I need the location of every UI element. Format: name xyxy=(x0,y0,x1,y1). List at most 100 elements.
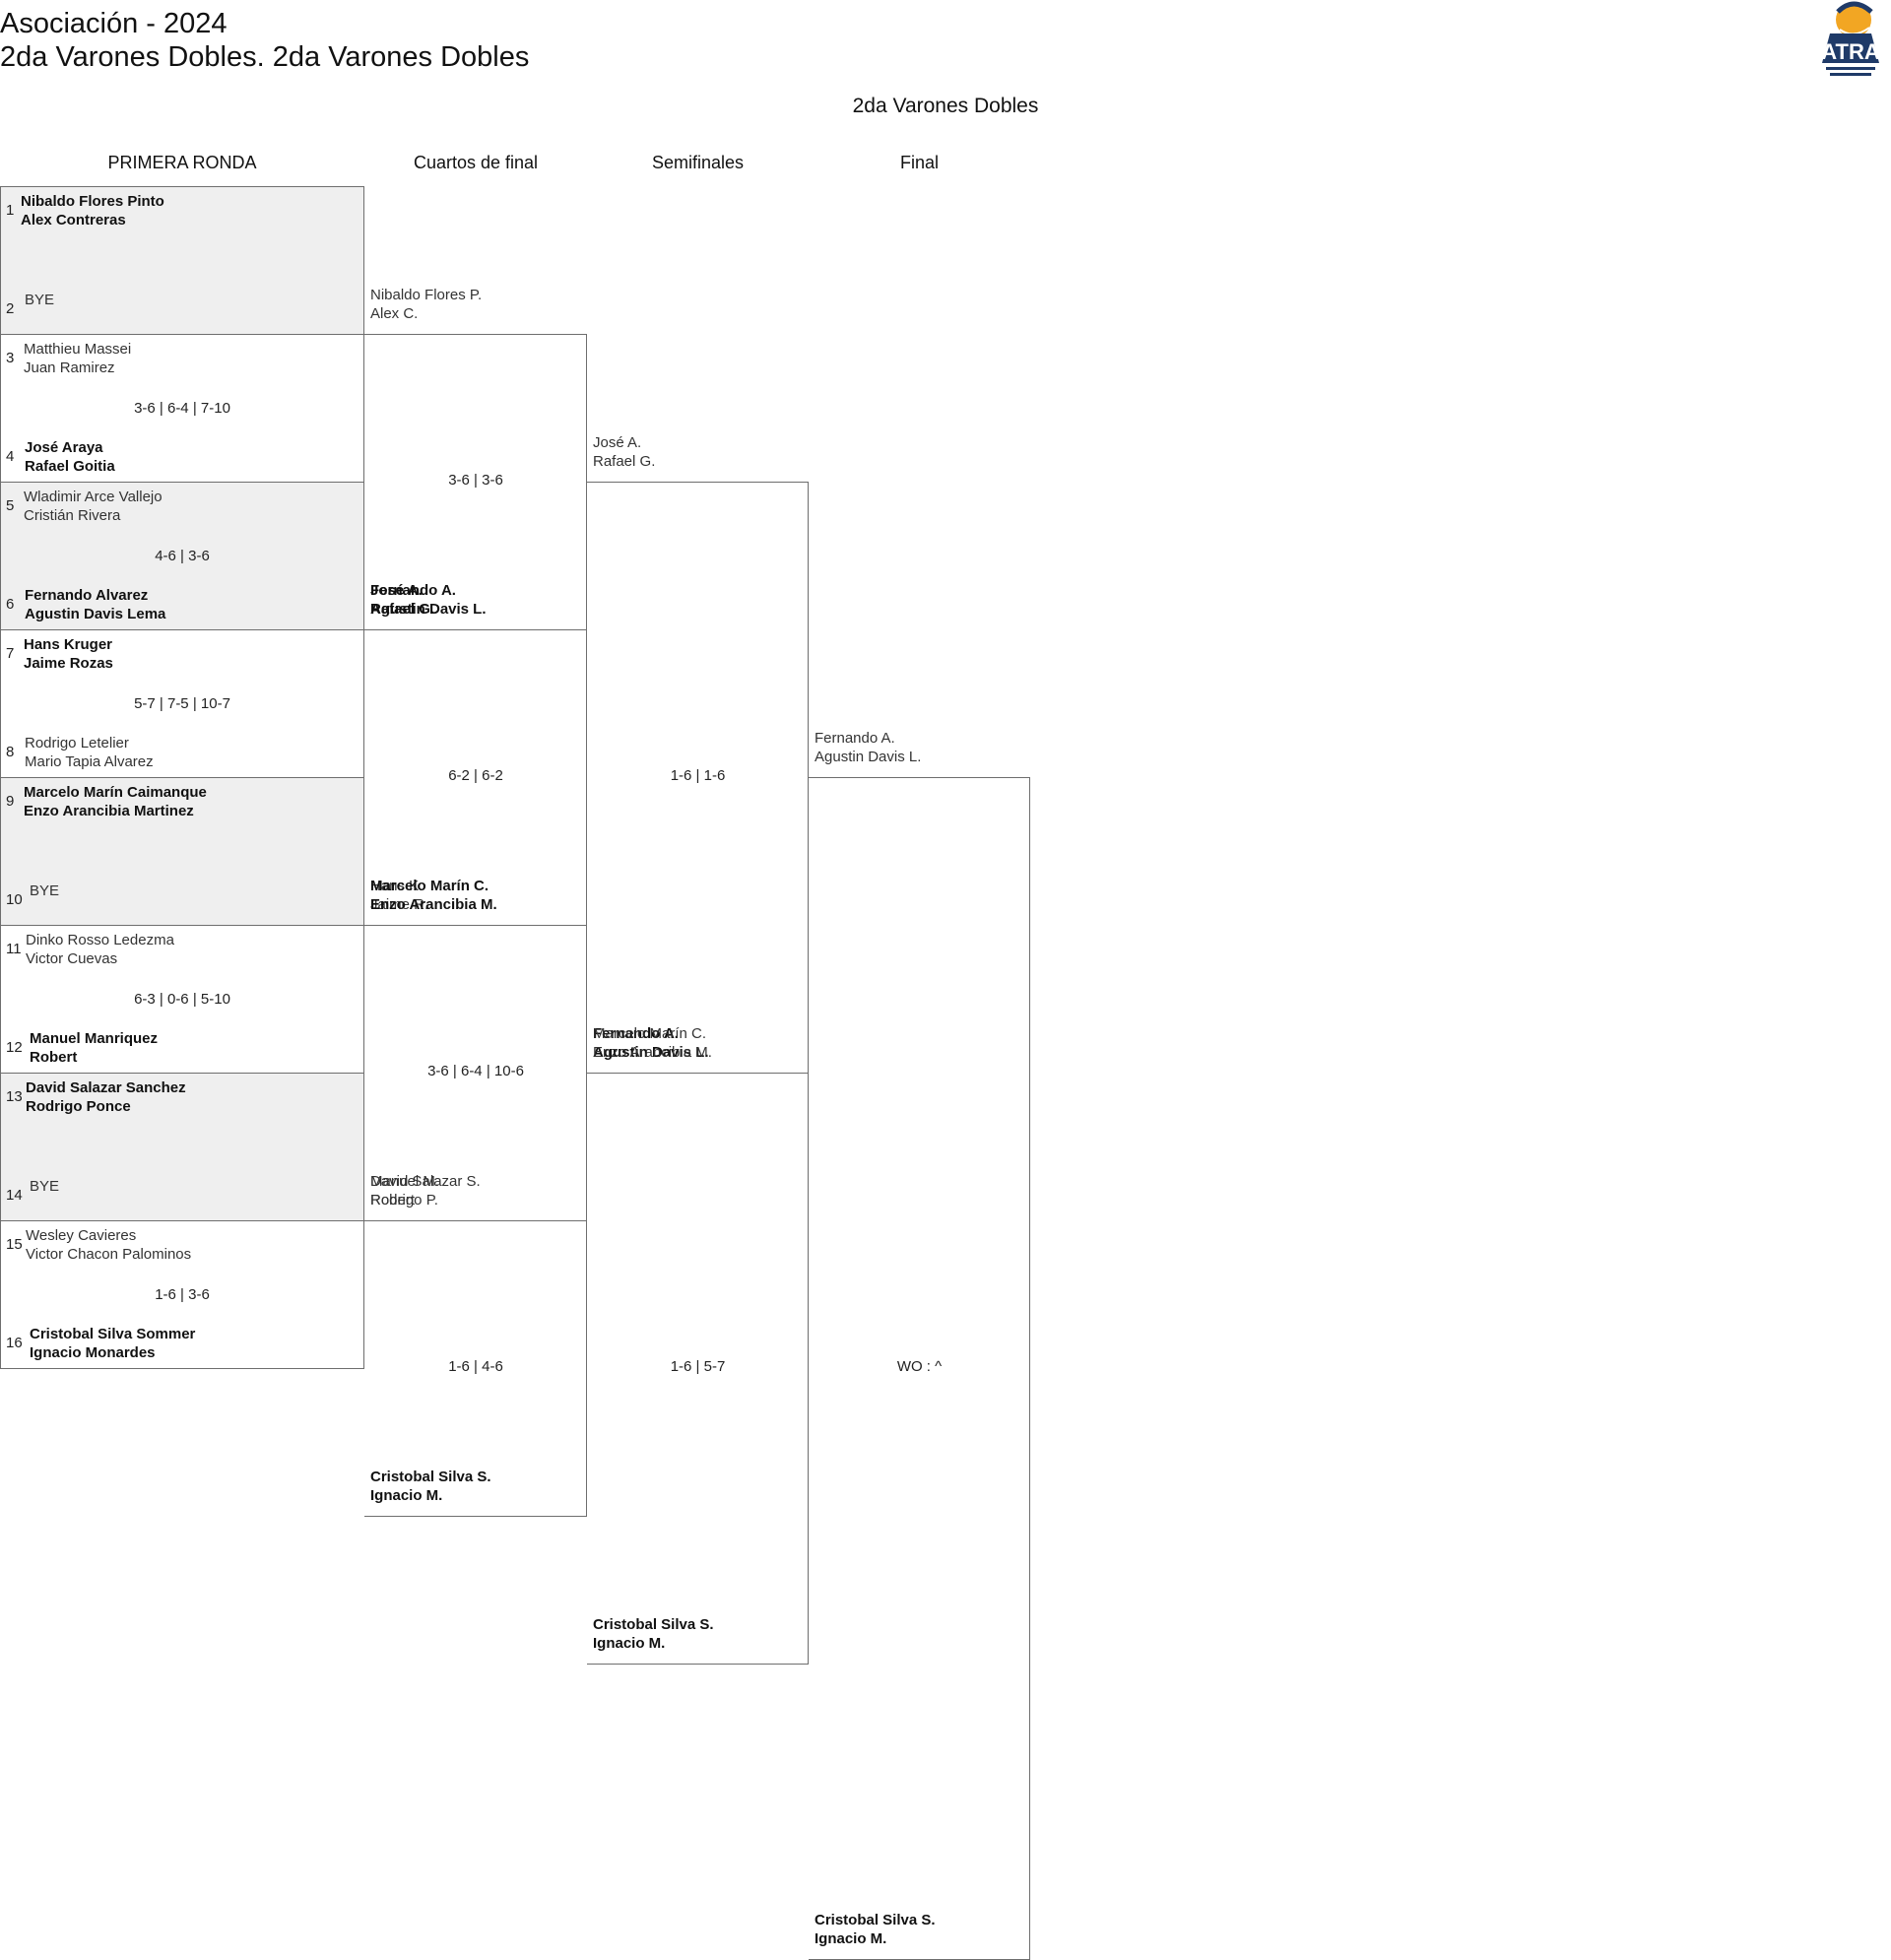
seed-number: 4 xyxy=(6,448,15,465)
team-entry-player: Marcelo Marín C. xyxy=(593,1025,707,1042)
team-entry-player: Hans Kruger xyxy=(24,636,113,653)
first-round-match xyxy=(0,482,364,629)
team-entry-player: Alex Contreras xyxy=(21,212,126,229)
team-entry-player: José A. xyxy=(370,582,423,599)
first-round-match xyxy=(0,334,364,482)
team-entry-player: David Salazar S. xyxy=(370,1173,481,1190)
team-entry-player: Cristobal Silva Sommer xyxy=(30,1326,196,1342)
team-entry-player: Fernando A. xyxy=(593,1025,679,1042)
team-entry-player: Cristobal Silva S. xyxy=(370,1469,491,1485)
team-entry-player: Enzo Arancibia Martinez xyxy=(24,803,194,819)
team-entry-player: Enzo Arancibia M. xyxy=(593,1044,712,1061)
team-entry: Marcelo Marín C.Enzo Arancibia M. xyxy=(370,877,497,914)
round-header-quarters: Cuartos de final xyxy=(413,153,539,172)
match-score: 3-6 | 6-4 | 7-10 xyxy=(134,400,230,417)
team-entry: Manuel M.Robert xyxy=(370,1172,439,1209)
team-entry-player: Rodrigo Ponce xyxy=(26,1098,131,1115)
team-entry-player: Hans K. xyxy=(370,878,424,894)
seed-number: 15 xyxy=(6,1236,23,1253)
team-entry-player: Fernando A. xyxy=(815,730,895,747)
team-entry: David Salazar S. Rodrigo P. xyxy=(370,1172,481,1209)
team-entry-player: Wesley Cavieres xyxy=(26,1227,137,1244)
team-entry-player: Ignacio M. xyxy=(593,1635,666,1652)
seed-number: 8 xyxy=(6,744,15,760)
team-entry-player: Rafael G. xyxy=(593,453,656,470)
team-entry: BYE xyxy=(30,1177,59,1196)
team-entry-player: Wladimir Arce Vallejo xyxy=(24,489,163,505)
atra-logo: ATRA xyxy=(1821,1,1880,76)
team-entry-player: Agustin Davis L. xyxy=(815,749,922,765)
team-entry-player: Rafael G. xyxy=(370,601,435,618)
team-entry-player: Marcelo Marín C. xyxy=(370,878,489,894)
seed-number: 1 xyxy=(6,202,15,219)
round-header-semis: Semifinales xyxy=(651,153,745,172)
team-entry-player: Rodrigo Letelier xyxy=(25,735,129,751)
first-round-match xyxy=(0,629,364,777)
match-score: 1-6 | 1-6 xyxy=(670,767,726,784)
team-entry-player: Manuel Manriquez xyxy=(30,1030,159,1047)
quarterfinal-match xyxy=(364,1220,587,1517)
team-entry-player: BYE xyxy=(30,882,60,899)
team-entry-player: Cristián Rivera xyxy=(24,507,121,524)
team-entry-player: Ignacio Monardes xyxy=(30,1344,156,1361)
team-entry-player: Ignacio M. xyxy=(815,1930,887,1947)
team-entry-player: Fernando Alvarez xyxy=(25,587,149,604)
team-entry-player: David Salazar Sanchez xyxy=(26,1079,186,1096)
team-entry: Fernando A. Agustin Davis L. xyxy=(593,1024,709,1062)
match-score: 6-3 | 0-6 | 5-10 xyxy=(134,991,230,1008)
team-entry-player: Rafael Goitia xyxy=(25,458,115,475)
team-entry: José A. Rafael G. xyxy=(370,581,434,619)
seed-number: 13 xyxy=(6,1088,23,1105)
seed-number: 9 xyxy=(6,793,15,810)
first-round-match xyxy=(0,1073,364,1220)
seed-number: 16 xyxy=(6,1335,23,1351)
first-round-match xyxy=(0,777,364,925)
team-entry: Nibaldo Flores P.Alex C. xyxy=(370,286,482,323)
team-entry: Marcelo Marín C. Enzo Arancibia M. xyxy=(593,1024,712,1062)
team-entry-player: Nibaldo Flores Pinto xyxy=(21,193,164,210)
team-entry-player: Agustin Davis Lema xyxy=(25,606,166,622)
team-entry: Hans K.Jaime R. xyxy=(370,877,428,914)
team-entry-player: BYE xyxy=(25,292,55,308)
match-score: 6-2 | 6-2 xyxy=(448,767,503,784)
match-score: WO : ^ xyxy=(896,1358,943,1375)
team-entry-player: Matthieu Massei xyxy=(24,341,132,358)
team-entry-player: Rodrigo P. xyxy=(370,1192,438,1209)
team-entry: BYE xyxy=(30,882,59,900)
seed-number: 11 xyxy=(6,941,22,957)
team-entry-player: Mario Tapia Alvarez xyxy=(25,753,154,770)
seed-number: 10 xyxy=(6,891,23,908)
team-entry-player: Robert xyxy=(370,1192,416,1209)
team-entry-player: Marcelo Marín Caimanque xyxy=(24,784,207,801)
team-entry: Fernando A.Agustin Davis L. xyxy=(370,581,487,619)
first-round-match xyxy=(0,1220,364,1369)
seed-number: 5 xyxy=(6,497,15,514)
match-score: 1-6 | 5-7 xyxy=(670,1358,726,1375)
team-entry-player: Agustin Davis L. xyxy=(593,1044,709,1061)
match-score: 3-6 | 6-4 | 10-6 xyxy=(427,1063,524,1079)
seed-number: 6 xyxy=(6,596,15,613)
round-header-first: PRIMERA RONDA xyxy=(107,153,257,172)
team-entry: BYE xyxy=(25,291,54,309)
team-entry: Cristobal Silva S. Ignacio M. xyxy=(593,1615,714,1653)
team-entry-player: Nibaldo Flores P. xyxy=(370,287,483,303)
seed-number: 7 xyxy=(6,645,15,662)
tournament-title: Asociación - 2024 xyxy=(0,8,228,39)
team-entry-player: Juan Ramirez xyxy=(24,359,115,376)
team-entry-player: Robert xyxy=(30,1049,78,1066)
draw-name: 2da Varones Dobles xyxy=(852,95,1039,117)
match-score: 5-7 | 7-5 | 10-7 xyxy=(134,695,230,712)
team-entry-player: Cristobal Silva S. xyxy=(593,1616,714,1633)
team-entry: José A.Rafael G. xyxy=(593,433,655,471)
seed-number: 14 xyxy=(6,1187,23,1204)
